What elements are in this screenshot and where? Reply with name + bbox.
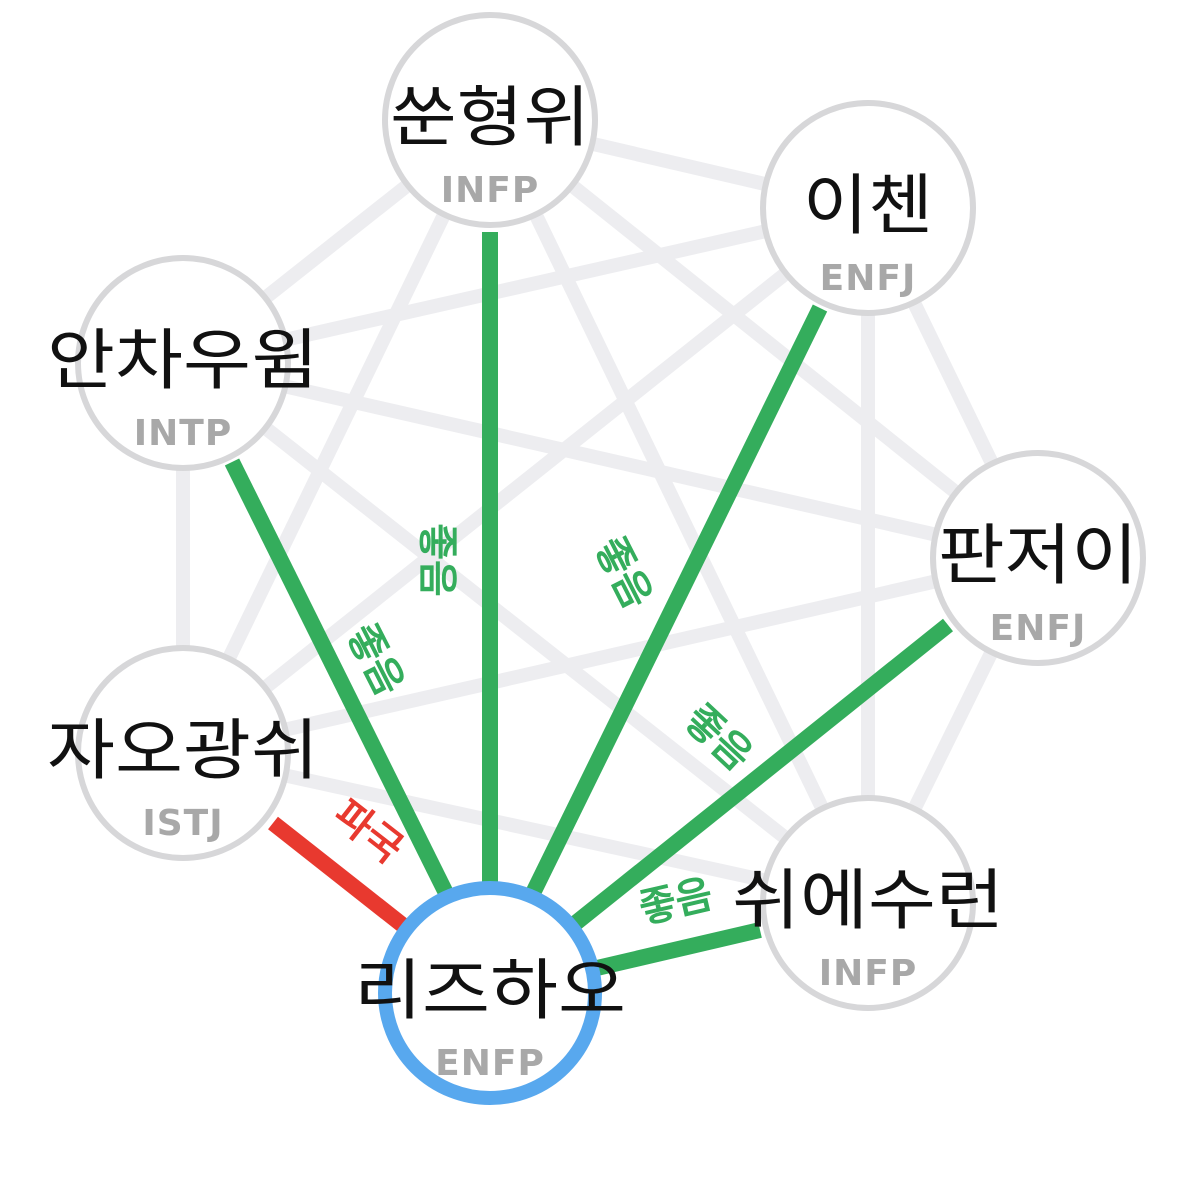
- edge-label-n1: 좋음: [414, 523, 460, 597]
- node-type: ENFP: [435, 1043, 545, 1084]
- node-type: ENFJ: [990, 608, 1087, 649]
- node-n5[interactable]: 자오광쉬 ISTJ: [47, 645, 319, 861]
- background-edge: [176, 201, 875, 370]
- edge-label-n2: 좋음: [586, 530, 660, 616]
- node-circle: [760, 100, 976, 316]
- node-name: 쑨형위: [390, 79, 590, 156]
- background-edge: [176, 356, 875, 910]
- relationship-edge-n2: [525, 304, 828, 897]
- node-name: 리즈하오: [354, 952, 626, 1029]
- node-name: 안차우윔: [47, 322, 319, 399]
- background-edge: [176, 201, 875, 760]
- node-type: INFP: [441, 170, 540, 211]
- background-edge: [176, 113, 497, 760]
- node-circle: [930, 450, 1146, 666]
- background-edge: [483, 113, 1045, 565]
- node-name: 이첸: [803, 167, 933, 244]
- node-name: 자오광쉬: [47, 712, 319, 789]
- node-type: ISTJ: [142, 803, 223, 844]
- node-circle: [378, 881, 602, 1105]
- edge-label-n6: 좋음: [635, 871, 717, 932]
- background-edge: [483, 113, 875, 910]
- relationship-edge-n3: [224, 458, 454, 897]
- background-edge: [176, 746, 875, 910]
- node-name: 판저이: [938, 517, 1138, 594]
- node-type: INFP: [819, 953, 918, 994]
- relationship-edge-n6: [595, 922, 762, 976]
- node-circle: [760, 795, 976, 1011]
- nodes: 리즈하오 ENFP 쑨형위 INFP 이첸 ENFJ 안차우윔 INTP 판저이 ENFJ 자오광쉬…: [47, 12, 1146, 1105]
- node-name: 쉬에수런: [732, 862, 1004, 939]
- relationship-edges: [224, 232, 953, 976]
- relationship-edge-n4: [567, 618, 953, 933]
- node-n2[interactable]: 이첸 ENFJ: [760, 100, 976, 316]
- node-circle: [75, 255, 291, 471]
- background-edge: [176, 551, 1045, 760]
- node-circle: [382, 12, 598, 228]
- node-type: ENFJ: [820, 258, 917, 299]
- node-center[interactable]: 리즈하오 ENFP: [354, 881, 626, 1105]
- node-n4[interactable]: 판저이 ENFJ: [930, 450, 1146, 666]
- node-n1[interactable]: 쑨형위 INFP: [382, 12, 598, 228]
- node-circle: [75, 645, 291, 861]
- relationship-edge-n5: [268, 816, 410, 934]
- background-edge: [176, 356, 1045, 565]
- node-type: INTP: [134, 413, 232, 454]
- node-n6[interactable]: 쉬에수런 INFP: [732, 795, 1004, 1011]
- node-n3[interactable]: 안차우윔 INTP: [47, 255, 319, 471]
